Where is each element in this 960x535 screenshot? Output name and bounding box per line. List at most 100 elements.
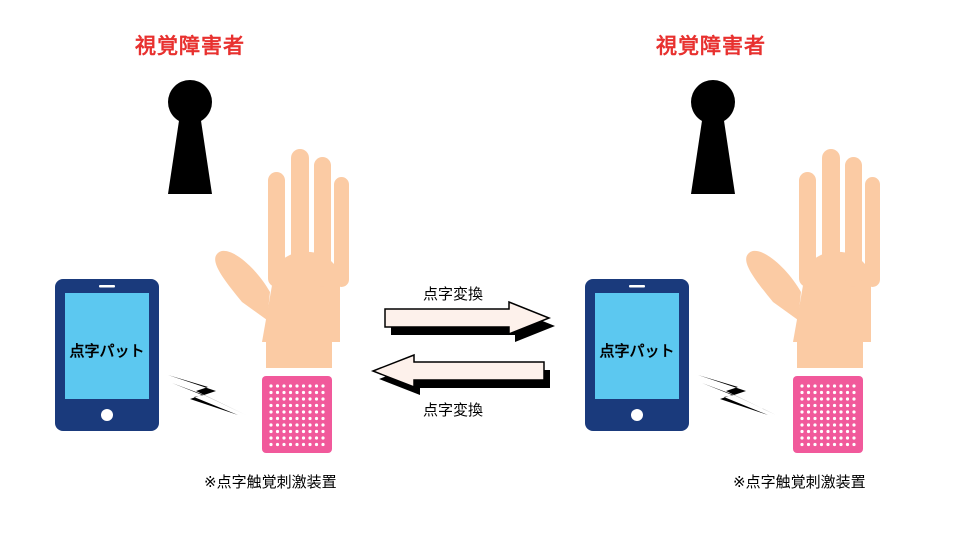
braille-dot	[845, 390, 850, 395]
braille-dot	[301, 397, 306, 401]
braille-dot	[826, 390, 830, 395]
braille-dot	[288, 429, 293, 434]
braille-dot	[800, 416, 804, 421]
braille-dot	[288, 403, 293, 408]
braille-dot	[321, 390, 325, 395]
braille-dot	[321, 442, 325, 447]
braille-dot	[288, 390, 293, 395]
braille-dot	[321, 423, 325, 427]
braille-dot	[806, 436, 811, 440]
braille-dot	[819, 390, 824, 395]
braille-dot	[813, 384, 817, 388]
braille-dot	[845, 397, 850, 401]
braille-dot	[314, 410, 319, 414]
braille-dot	[288, 410, 293, 414]
braille-dot	[269, 436, 273, 440]
left-title: 視覚障害者	[135, 34, 245, 58]
left-wireless-icon	[168, 375, 246, 415]
braille-dot	[308, 416, 312, 421]
braille-dot	[832, 442, 837, 447]
braille-dot	[301, 416, 306, 421]
braille-dot	[308, 410, 312, 414]
braille-dot	[806, 397, 811, 401]
braille-dot	[308, 390, 312, 395]
braille-dot	[275, 436, 280, 440]
braille-dot	[806, 390, 811, 395]
braille-dot	[800, 403, 804, 408]
left-device-label: ※点字触覚刺激装置	[204, 473, 337, 491]
braille-dot	[314, 390, 319, 395]
braille-dot	[826, 410, 830, 414]
braille-dot	[288, 416, 293, 421]
braille-dot	[852, 416, 856, 421]
braille-dot	[314, 416, 319, 421]
braille-dot	[845, 442, 850, 447]
braille-dot	[813, 410, 817, 414]
braille-dot	[275, 423, 280, 427]
braille-dot	[832, 416, 837, 421]
right-wireless-icon	[698, 375, 776, 415]
braille-dot	[301, 403, 306, 408]
braille-dot	[826, 384, 830, 388]
braille-dot	[308, 423, 312, 427]
braille-dot	[269, 384, 273, 388]
braille-dot	[826, 403, 830, 408]
right-arrow-icon	[384, 300, 555, 342]
braille-dot	[282, 423, 286, 427]
braille-dot	[839, 442, 843, 447]
braille-dot	[269, 416, 273, 421]
right-phone-label: 点字パット	[599, 342, 675, 360]
braille-dot	[295, 410, 299, 414]
left-braille-device-icon	[262, 376, 332, 453]
braille-dot	[839, 410, 843, 414]
braille-dot	[288, 423, 293, 427]
braille-dot	[314, 403, 319, 408]
braille-dot	[819, 403, 824, 408]
braille-dot	[832, 384, 837, 388]
braille-dot	[800, 410, 804, 414]
braille-dot	[308, 429, 312, 434]
braille-dot	[301, 390, 306, 395]
braille-dot	[282, 403, 286, 408]
braille-dot	[813, 397, 817, 401]
right-device-label: ※点字触覚刺激装置	[733, 473, 866, 491]
braille-dot	[826, 423, 830, 427]
braille-dot	[275, 410, 280, 414]
braille-dot	[301, 442, 306, 447]
braille-dot	[819, 384, 824, 388]
braille-dot	[832, 410, 837, 414]
braille-dot	[845, 436, 850, 440]
braille-dot	[826, 429, 830, 434]
braille-dot	[275, 390, 280, 395]
braille-dot	[288, 397, 293, 401]
braille-dot	[314, 397, 319, 401]
braille-dot	[813, 436, 817, 440]
braille-dot	[826, 416, 830, 421]
braille-dot	[852, 384, 856, 388]
braille-dot	[275, 397, 280, 401]
braille-dot	[321, 416, 325, 421]
braille-dot	[314, 442, 319, 447]
braille-dot	[813, 423, 817, 427]
braille-dot	[269, 429, 273, 434]
braille-dot	[806, 416, 811, 421]
braille-dot	[314, 423, 319, 427]
braille-dot	[308, 436, 312, 440]
braille-dot	[806, 423, 811, 427]
braille-dot	[845, 410, 850, 414]
braille-dot	[269, 410, 273, 414]
braille-dot	[852, 390, 856, 395]
braille-dot	[852, 423, 856, 427]
braille-dot	[845, 384, 850, 388]
braille-dot	[800, 390, 804, 395]
braille-dot	[301, 410, 306, 414]
braille-dot	[275, 384, 280, 388]
braille-dot	[826, 436, 830, 440]
braille-dot	[314, 436, 319, 440]
braille-dot	[826, 397, 830, 401]
braille-dot	[839, 423, 843, 427]
braille-dot	[800, 429, 804, 434]
braille-dot	[806, 403, 811, 408]
braille-dot	[813, 442, 817, 447]
